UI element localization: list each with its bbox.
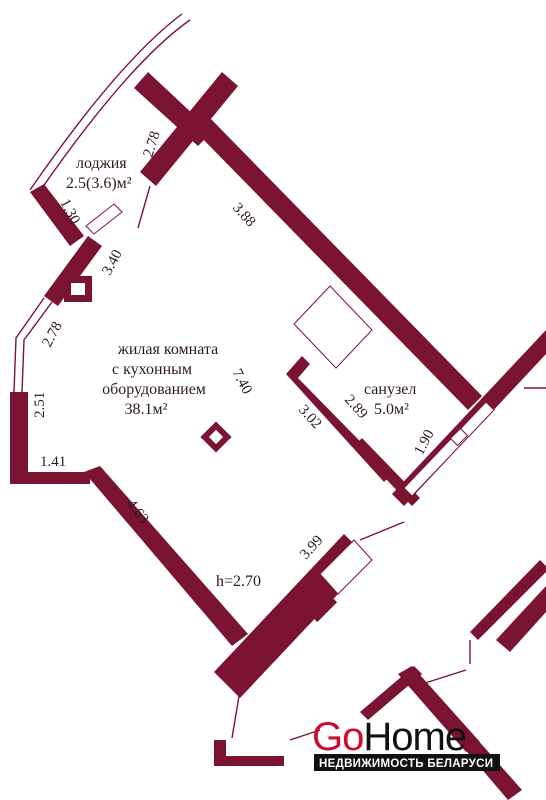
logo-go-text: GoHome: [312, 715, 466, 759]
loggia-door: [85, 203, 123, 235]
living-window-line-inner: [21, 301, 53, 393]
bottom-mid-line: [289, 729, 321, 741]
dim-2-78-top: 2.78: [141, 129, 164, 159]
wall-left-bottom: [10, 472, 90, 484]
wall-left-pier: [10, 392, 28, 472]
logo-tagline: НЕДВИЖИМОСТЬ БЕЛАРУСИ: [319, 758, 493, 770]
loggia-door-leaf: [137, 185, 151, 229]
bathroom-area: 5.0м²: [374, 401, 409, 418]
dim-1-41: 1.41: [40, 454, 66, 470]
bathroom-name: санузел: [364, 381, 416, 398]
logo-go: Go: [312, 715, 363, 759]
bottom-door-line: [359, 521, 405, 541]
dim-2-78-left: 2.78: [39, 319, 65, 350]
loggia-railing-outer: [29, 13, 183, 191]
gohome-logo: GoHome НЕДВИЖИМОСТЬ БЕЛАРУСИ: [312, 715, 500, 771]
wall-lower-right-2: [470, 560, 546, 640]
loggia-area: 2.5(3.6)м²: [66, 175, 132, 192]
kitchen-unit: [293, 285, 373, 369]
logo-tagline-bar: [314, 754, 500, 771]
living-area: 38.1м²: [125, 401, 168, 418]
bathroom-fixture: [449, 427, 469, 447]
dim-2-51: 2.51: [32, 392, 48, 418]
wall-bottom-diagonal: [84, 466, 248, 646]
wall-bottom-left: [214, 740, 284, 766]
wall-stair-2: [398, 666, 480, 752]
column-left-inner: [71, 283, 85, 295]
wall-loggia-left: [30, 184, 84, 246]
living-name-1: жилая комната: [117, 341, 218, 358]
dim-3-88: 3.88: [229, 200, 258, 230]
wall-left-upper: [44, 236, 102, 306]
living-name-3: оборудованием: [102, 381, 206, 398]
wall-lower-right: [496, 586, 546, 652]
column-bottom: [298, 583, 338, 623]
dim-7-40: 7.40: [228, 366, 254, 397]
loggia-railing-inner: [41, 19, 191, 189]
ceiling-height: h=2.70: [216, 573, 261, 590]
living-window-line-outer: [13, 297, 45, 393]
loggia-name: лоджия: [76, 155, 127, 172]
living-name-2: с кухонным: [112, 361, 192, 378]
logo-home: Home: [363, 715, 466, 759]
bottom-window: [319, 539, 373, 595]
wall-loggia-column: [140, 72, 238, 186]
wall-top-diagonal: [196, 118, 482, 410]
dim-3-40: 3.40: [99, 247, 125, 278]
bottom-left-line: [231, 689, 241, 739]
stair-line: [421, 669, 467, 685]
center-marker-inner: [208, 429, 224, 445]
